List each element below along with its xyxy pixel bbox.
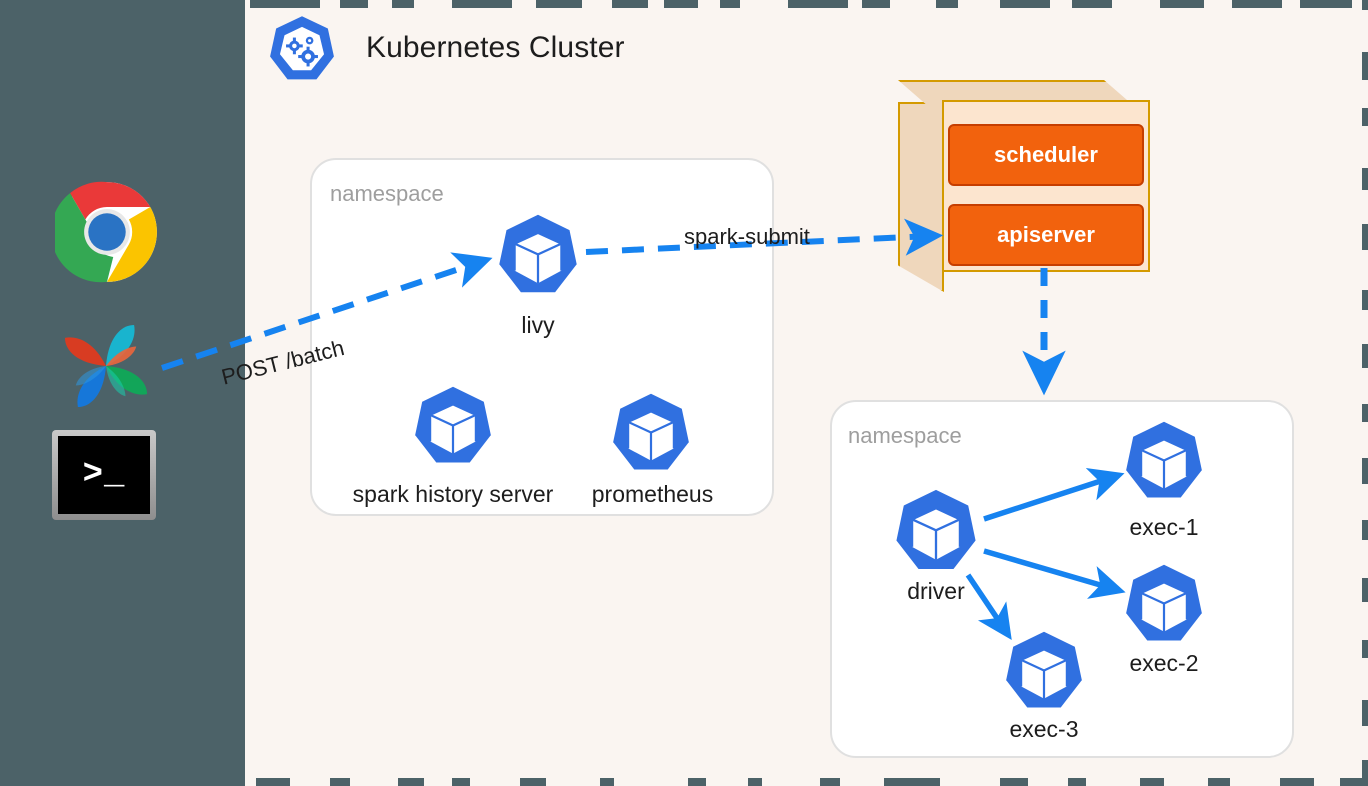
pod-prometheus-label: prometheus [591,481,714,507]
pod-driver-label: driver [907,578,965,604]
pod-spark-history-server-icon[interactable] [409,385,497,473]
pod-exec-3-icon[interactable] [1000,630,1088,718]
page-title: Kubernetes Cluster [366,31,625,64]
window-chrome-top [0,0,1368,8]
kubernetes-logo-icon [270,16,334,80]
pod-exec-1-label: exec-1 [1129,514,1199,540]
pod-prometheus-icon[interactable] [607,392,695,480]
terminal-prompt: >_ [82,456,126,494]
namespace-left-label: namespace [330,181,444,206]
pod-livy-label: livy [521,312,555,338]
control-plane-box: scheduler apiserver [898,80,1150,292]
pod-spark-history-server-label: spark history server [352,481,554,507]
chrome-icon[interactable] [55,180,159,284]
window-chrome-right [1362,0,1368,786]
pod-exec-1-icon[interactable] [1120,420,1208,508]
terminal-icon[interactable]: >_ [52,430,156,520]
pod-driver-icon[interactable] [890,488,982,580]
control-plane-scheduler[interactable]: scheduler [948,124,1144,186]
namespace-right-label: namespace [848,423,962,448]
pod-livy-icon[interactable] [493,213,583,303]
control-plane-apiserver[interactable]: apiserver [948,204,1144,266]
pod-exec-2-label: exec-2 [1129,650,1199,676]
airflow-icon[interactable] [52,312,160,420]
control-plane-side [898,102,944,292]
edge-label-spark-submit: spark-submit [684,224,810,249]
pod-exec-3-label: exec-3 [1009,716,1079,742]
window-chrome-bottom [0,778,1368,786]
pod-exec-2-icon[interactable] [1120,563,1208,651]
